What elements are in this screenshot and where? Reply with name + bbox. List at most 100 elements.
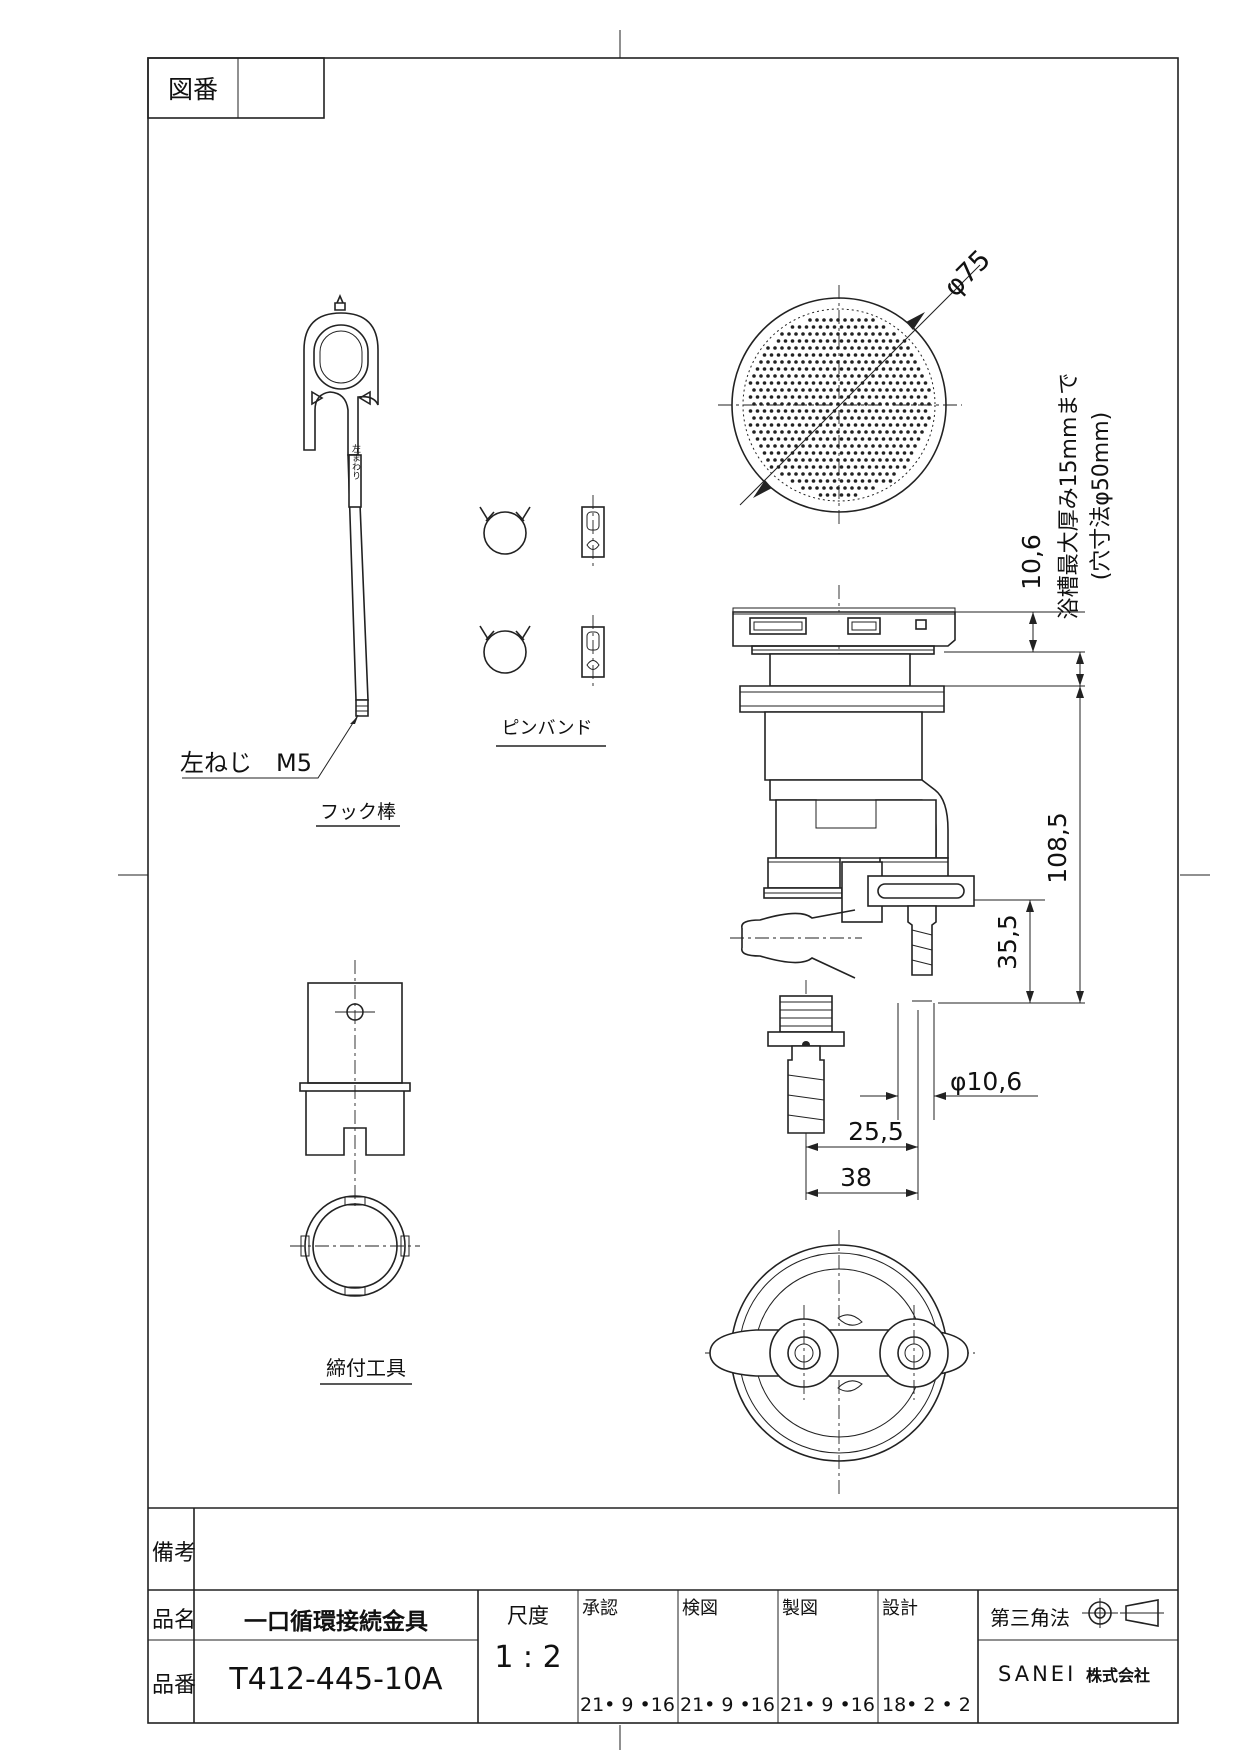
dim-108-5: 108,5 bbox=[1043, 812, 1072, 884]
strainer-hole bbox=[902, 451, 907, 455]
strainer-hole bbox=[874, 381, 879, 385]
strainer-hole bbox=[783, 423, 788, 427]
strainer-hole bbox=[853, 465, 858, 469]
strainer-hole bbox=[762, 367, 767, 371]
strainer-hole bbox=[846, 339, 851, 343]
strainer-hole bbox=[864, 388, 868, 392]
strainer-hole bbox=[829, 486, 833, 490]
strainer-hole bbox=[892, 346, 896, 350]
strainer-hole bbox=[846, 465, 851, 469]
strainer-hole bbox=[871, 318, 875, 322]
strainer-hole bbox=[895, 381, 900, 385]
strainer-hole bbox=[787, 346, 791, 350]
designed-date: 18• 2 • 2 bbox=[882, 1694, 971, 1716]
strainer-hole bbox=[766, 360, 770, 364]
strainer-hole bbox=[825, 395, 830, 399]
strainer-hole bbox=[780, 430, 784, 434]
strainer-hole bbox=[843, 444, 847, 448]
strainer-hole bbox=[825, 493, 830, 497]
strainer-hole bbox=[783, 451, 788, 455]
strainer-hole bbox=[773, 430, 777, 434]
strainer-hole bbox=[766, 346, 770, 350]
strainer-hole bbox=[811, 479, 816, 483]
strainer-hole bbox=[843, 486, 847, 490]
strainer-hole bbox=[818, 353, 823, 357]
strainer-hole bbox=[871, 360, 875, 364]
strainer-hole bbox=[815, 402, 819, 406]
strainer-hole bbox=[906, 458, 910, 462]
strainer-hole bbox=[892, 360, 896, 364]
strainer-hole bbox=[822, 458, 826, 462]
strainer-hole bbox=[867, 409, 872, 413]
strainer-hole bbox=[790, 479, 795, 483]
strainer-hole bbox=[797, 423, 802, 427]
strainer-hole bbox=[864, 430, 868, 434]
strainer-hole bbox=[808, 472, 812, 476]
strainer-hole bbox=[755, 367, 760, 371]
strainer-hole bbox=[899, 360, 903, 364]
strainer-hole bbox=[874, 437, 879, 441]
strainer-hole bbox=[843, 360, 847, 364]
strainer-hole bbox=[864, 472, 868, 476]
strainer-hole bbox=[860, 395, 865, 399]
strainer-hole bbox=[822, 416, 826, 420]
strainer-hole bbox=[818, 325, 823, 329]
company-brand: SANEI bbox=[998, 1662, 1077, 1686]
strainer-hole bbox=[801, 486, 805, 490]
strainer-hole bbox=[797, 465, 802, 469]
strainer-hole bbox=[769, 423, 774, 427]
strainer-hole bbox=[829, 360, 833, 364]
strainer-hole bbox=[839, 381, 844, 385]
strainer-hole bbox=[829, 346, 833, 350]
strainer-hole bbox=[787, 430, 791, 434]
strainer-hole bbox=[920, 374, 924, 378]
dim-35-5: 35,5 bbox=[993, 914, 1022, 970]
strainer-hole bbox=[776, 353, 781, 357]
strainer-hole bbox=[895, 339, 900, 343]
strainer-hole bbox=[853, 493, 858, 497]
strainer-hole bbox=[773, 388, 777, 392]
strainer-hole bbox=[822, 360, 826, 364]
strainer-hole bbox=[864, 360, 868, 364]
strainer-hole bbox=[752, 374, 756, 378]
strainer-hole bbox=[794, 430, 798, 434]
strainer-hole bbox=[881, 451, 886, 455]
strainer-hole bbox=[906, 416, 910, 420]
strainer-hole bbox=[766, 388, 770, 392]
strainer-hole bbox=[815, 472, 819, 476]
strainer-hole bbox=[874, 339, 879, 343]
title-block-grid bbox=[148, 1507, 1178, 1723]
strainer-hole bbox=[839, 395, 844, 399]
strainer-hole bbox=[822, 430, 826, 434]
strainer-hole bbox=[825, 325, 830, 329]
strainer-hole bbox=[808, 416, 812, 420]
strainer-hole bbox=[773, 374, 777, 378]
strainer-hole bbox=[797, 339, 802, 343]
strainer-hole bbox=[780, 346, 784, 350]
strainer-hole bbox=[881, 339, 886, 343]
strainer-hole bbox=[769, 437, 774, 441]
strainer-hole bbox=[853, 423, 858, 427]
strainer-hole bbox=[762, 395, 767, 399]
strainer-hole bbox=[759, 388, 763, 392]
strainer-hole bbox=[888, 367, 893, 371]
strainer-hole bbox=[916, 409, 921, 413]
strainer-hole bbox=[913, 374, 917, 378]
strainer-hole bbox=[832, 423, 837, 427]
strainer-hole bbox=[916, 423, 921, 427]
strainer-hole bbox=[846, 479, 851, 483]
strainer-hole bbox=[811, 423, 816, 427]
strainer-hole bbox=[815, 346, 819, 350]
strainer-hole bbox=[811, 381, 816, 385]
strainer-hole bbox=[804, 451, 809, 455]
strainer-hole bbox=[794, 458, 798, 462]
strainer-hole bbox=[780, 360, 784, 364]
strainer-hole bbox=[825, 465, 830, 469]
strainer-hole bbox=[850, 444, 854, 448]
strainer-hole bbox=[857, 472, 861, 476]
strainer-hole bbox=[857, 416, 861, 420]
strainer-hole bbox=[822, 388, 826, 392]
strainer-hole bbox=[850, 472, 854, 476]
strainer-hole bbox=[811, 465, 816, 469]
strainer-hole bbox=[815, 416, 819, 420]
